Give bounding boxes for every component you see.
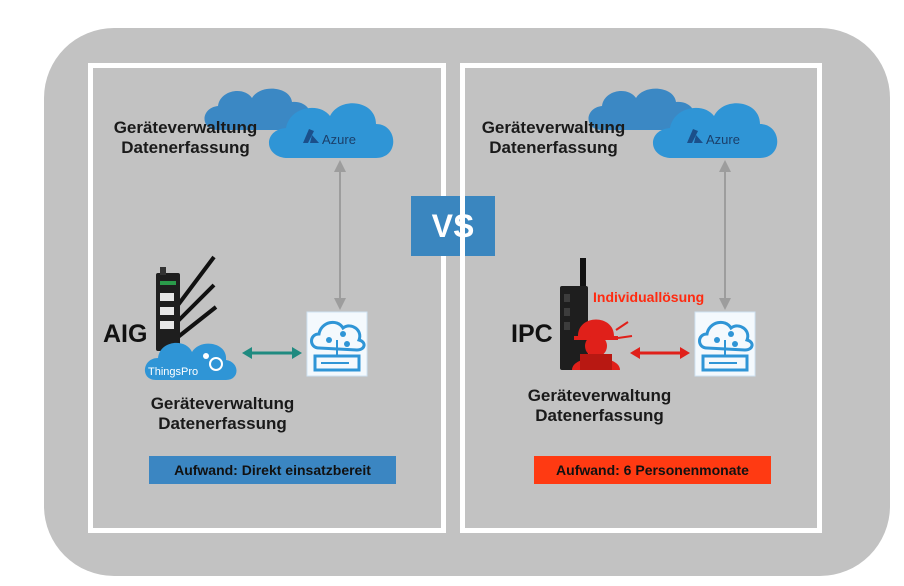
left-panel <box>88 63 446 533</box>
custom-solution-label: Individuallösung <box>593 289 705 305</box>
azure-label: Azure <box>322 132 356 147</box>
azure-logo-icon <box>303 129 319 143</box>
left-lower-text-2: Datenerfassung <box>158 414 287 433</box>
right-cloud-text-1: Geräteverwaltung <box>481 118 626 137</box>
left-cloud-icon <box>204 88 394 158</box>
left-cloud-text-2: Datenerfassung <box>121 138 250 157</box>
ipc-label: IPC <box>511 320 553 348</box>
double-arrow-icon <box>334 160 346 310</box>
thingspro-label: ThingsPro <box>148 366 199 378</box>
vs-label: VS <box>411 196 495 256</box>
right-cloud-text-2: Datenerfassung <box>489 138 618 157</box>
double-arrow-icon <box>630 347 690 359</box>
cloud-network-icon <box>694 311 756 377</box>
left-effort-badge: Aufwand: Direkt einsatzbereit <box>149 456 396 484</box>
double-arrow-icon <box>719 160 731 310</box>
double-arrow-icon <box>242 347 302 359</box>
right-panel <box>460 63 822 533</box>
thingspro-cloud-icon <box>144 342 237 380</box>
worker-icon <box>560 258 633 370</box>
antenna-icon <box>176 283 216 323</box>
azure-logo-icon <box>687 129 703 143</box>
antenna-icon <box>580 258 586 288</box>
aig-label: AIG <box>103 320 148 348</box>
antenna-icon <box>176 255 216 307</box>
cloud-network-icon <box>306 311 368 377</box>
gateway-device-icon <box>156 255 218 351</box>
azure-label: Azure <box>706 132 740 147</box>
right-effort-badge: Aufwand: 6 Personenmonate <box>534 456 771 484</box>
left-lower-text-1: Geräteverwaltung <box>150 394 295 413</box>
antenna-icon <box>176 305 218 339</box>
left-cloud-text-1: Geräteverwaltung <box>113 118 258 137</box>
right-lower-text-2: Datenerfassung <box>535 406 664 425</box>
right-cloud-icon <box>588 88 778 158</box>
right-lower-text-1: Geräteverwaltung <box>527 386 672 405</box>
